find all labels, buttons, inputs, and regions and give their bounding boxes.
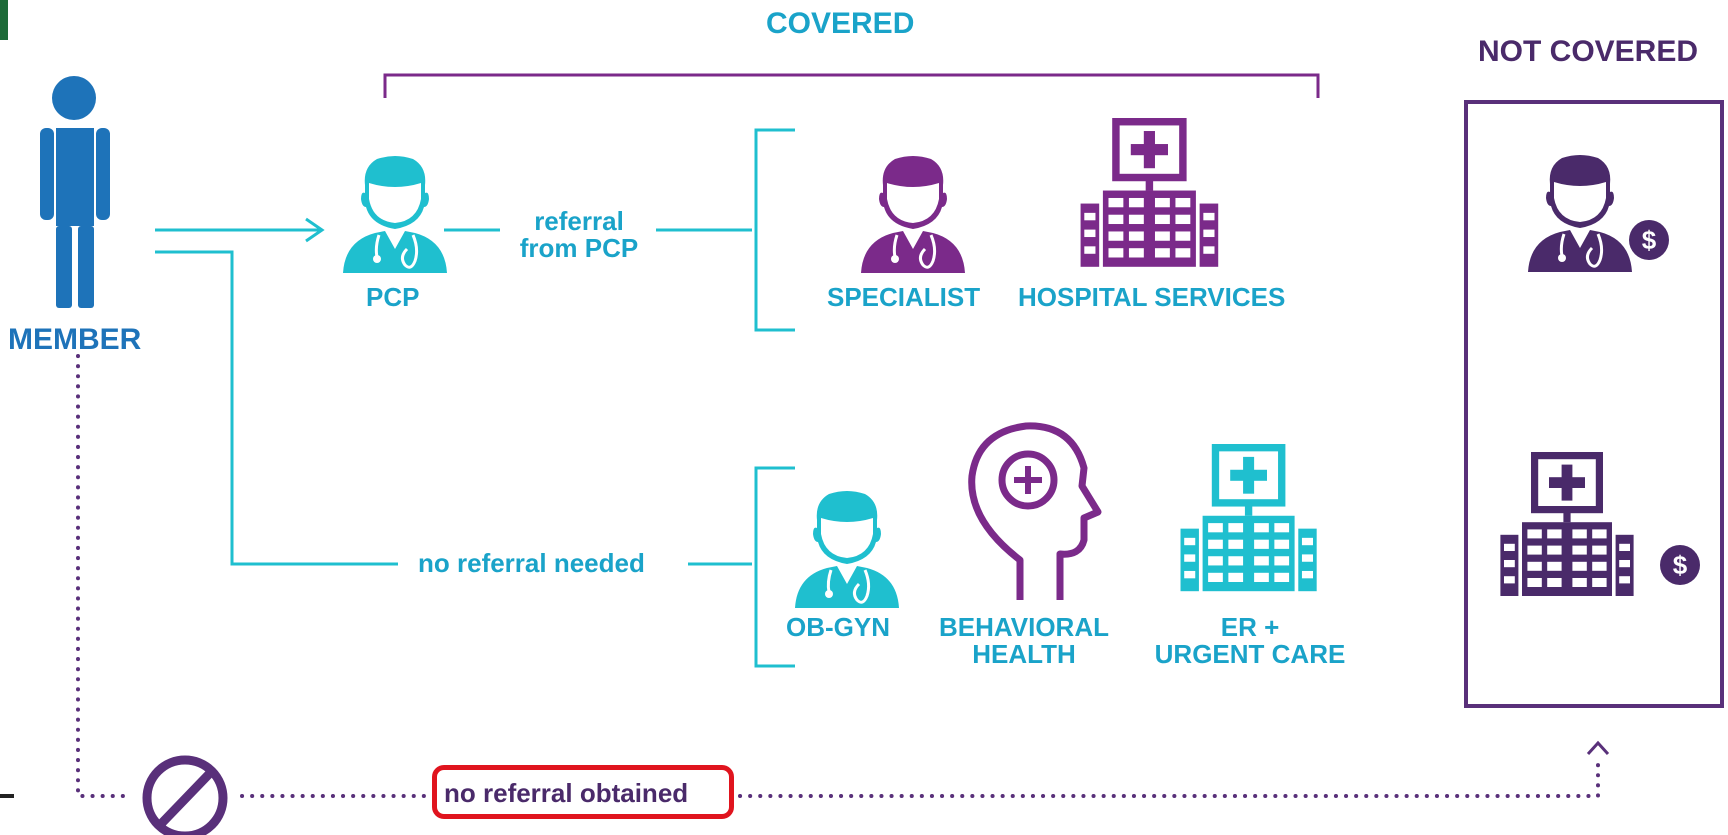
referral-label: referral from PCP — [514, 206, 644, 264]
dollar-icon — [1629, 220, 1669, 260]
not-covered-box — [1464, 100, 1724, 708]
head-plus-icon — [968, 422, 1102, 600]
covered-label: COVERED — [766, 7, 915, 40]
no-referral-needed-label: no referral needed — [418, 548, 645, 578]
er-urgent-care-label: ER + URGENT CARE — [1140, 612, 1360, 670]
member-label: MEMBER — [8, 323, 142, 356]
referral-line-1: referral — [534, 206, 624, 236]
no-symbol-icon — [142, 755, 228, 835]
corner-tab — [0, 0, 8, 40]
pcp-label: PCP — [366, 282, 420, 312]
er-line-2: URGENT CARE — [1154, 639, 1346, 670]
hospital-icon — [1500, 456, 1633, 596]
ob-gyn-label: OB-GYN — [786, 612, 890, 642]
hospital-icon — [1081, 122, 1219, 267]
behavioral-line-1: BEHAVIORAL — [939, 612, 1109, 642]
dotted-path-down — [76, 354, 130, 798]
behavioral-health-label: BEHAVIORAL HEALTH — [924, 612, 1124, 670]
person-icon — [40, 76, 110, 308]
highlight-box — [432, 765, 734, 819]
not-covered-label: NOT COVERED — [1478, 35, 1699, 68]
specialist-label: SPECIALIST — [827, 282, 981, 312]
member-to-pcp-arrow — [155, 217, 325, 243]
dotted-path-right-2 — [738, 756, 1600, 798]
hospital-icon — [1181, 448, 1317, 592]
cutoff-mark — [0, 794, 14, 798]
behavioral-line-2: HEALTH — [972, 639, 1076, 670]
no-referral-bracket — [754, 466, 795, 668]
dollar-icon — [1660, 545, 1700, 585]
doctor-icon — [859, 154, 967, 275]
member-to-no-referral-line — [155, 250, 398, 566]
doctor-icon — [341, 154, 449, 275]
no-referral-obtained-label: no referral obtained — [444, 778, 689, 808]
covered-bracket — [383, 73, 1320, 98]
up-arrow — [1586, 740, 1610, 756]
referral-line-2: from PCP — [519, 233, 639, 264]
hospital-services-label: HOSPITAL SERVICES — [1018, 282, 1286, 312]
doctor-icon — [1526, 153, 1634, 274]
er-line-1: ER + — [1220, 612, 1280, 642]
doctor-icon — [793, 489, 901, 610]
referral-bracket — [754, 128, 795, 332]
